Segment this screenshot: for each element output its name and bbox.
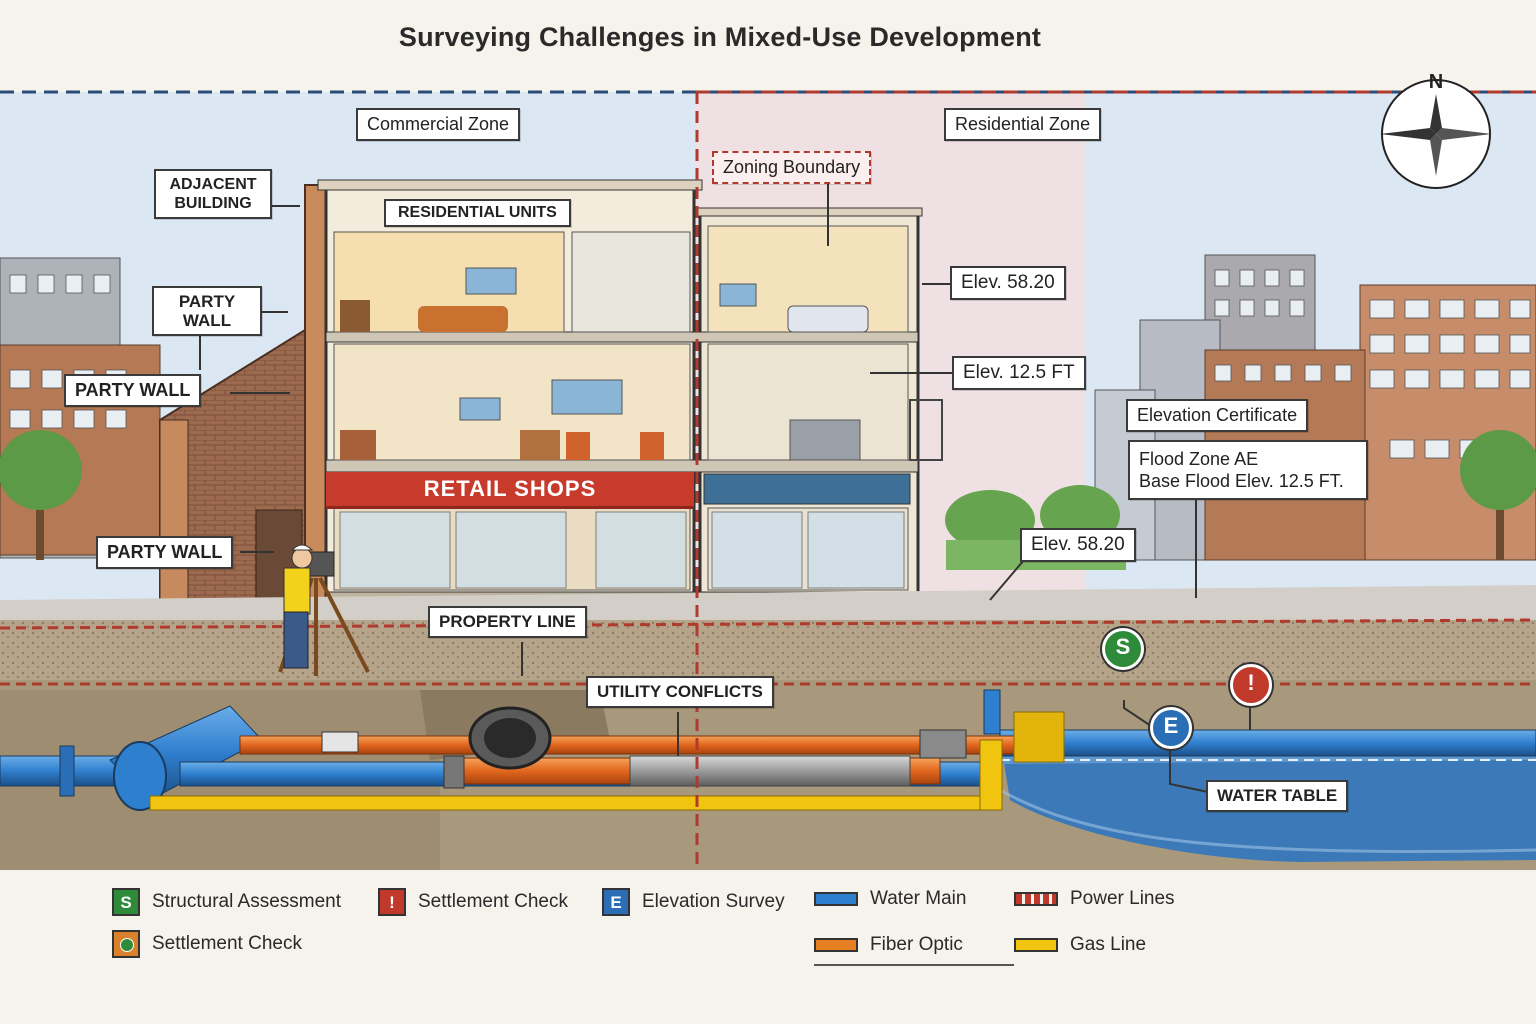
water-table-label: WATER TABLE [1206, 780, 1349, 812]
party-wall-label-upper: PARTY WALL [152, 286, 262, 336]
topsoil [0, 620, 1536, 680]
elevation-certificate-title: Elevation Certificate [1126, 399, 1309, 432]
utility-pipes [0, 689, 1536, 811]
utility-conflicts-label: UTILITY CONFLICTS [586, 676, 774, 708]
legend-line-water-main: Water Main [814, 888, 966, 910]
elevation-survey-marker: E [1150, 707, 1192, 749]
legend-water-main-swatch [814, 892, 858, 906]
legend-power-label: Power Lines [1070, 888, 1175, 909]
legend-label-settlement: Settlement Check [418, 891, 568, 912]
legend-fiber-swatch [814, 938, 858, 952]
flood-zone-text: Flood Zone AE [1139, 449, 1259, 469]
elevation-ground-label: Elev. 58.20 [1020, 528, 1136, 562]
legend-gas-swatch [1014, 938, 1058, 952]
legend-item-settlement: ! Settlement Check [378, 888, 568, 916]
legend-power-swatch [1014, 892, 1058, 906]
property-line-label: PROPERTY LINE [428, 606, 587, 638]
legend-line-gas: Gas Line [1014, 934, 1146, 956]
zoning-boundary-label: Zoning Boundary [712, 151, 872, 184]
leader-lines [199, 182, 1251, 793]
legend: S Structural Assessment ! Settlement Che… [0, 880, 1536, 1024]
legend-fiber-label: Fiber Optic [870, 934, 963, 955]
settlement-circle-icon [120, 938, 134, 952]
party-wall-label-mid: PARTY WALL [64, 374, 202, 407]
settlement-check-marker: ! [1230, 664, 1272, 706]
compass-north-label: N [1429, 72, 1443, 93]
legend-gas-label: Gas Line [1070, 934, 1147, 955]
structural-assessment-marker: S [1102, 628, 1144, 670]
legend-swatch-structural: S [112, 888, 140, 916]
legend-swatch-elevation: E [602, 888, 630, 916]
property-line [0, 618, 1536, 630]
elevation-upper-label: Elev. 58.20 [950, 266, 1066, 300]
legend-item-structural: S Structural Assessment [112, 888, 341, 916]
legend-line-power: Power Lines [1014, 888, 1175, 910]
legend-label-settlement-2: Settlement Check [152, 933, 302, 954]
legend-label-structural: Structural Assessment [152, 891, 342, 912]
mixed-use-building [317, 179, 947, 608]
surveyor-figure [278, 544, 370, 676]
residential-zone-label: Residential Zone [944, 108, 1102, 141]
flood-zone-box: Flood Zone AE Base Flood Elev. 12.5 FT. [1128, 440, 1368, 500]
compass-rose-icon: N [1380, 72, 1492, 189]
elevation-mid-label: Elev. 12.5 FT [952, 356, 1086, 390]
retail-shops-sign: RETAIL SHOPS [326, 472, 694, 509]
legend-label-elevation: Elevation Survey [642, 891, 785, 912]
legend-line-fiber: Fiber Optic [814, 934, 963, 956]
legend-swatch-settlement: ! [378, 888, 406, 916]
residential-units-label: RESIDENTIAL UNITS [384, 199, 571, 227]
commercial-zone-label: Commercial Zone [356, 108, 521, 141]
legend-swatch-settlement-2 [112, 930, 140, 958]
party-wall-label-lower: PARTY WALL [96, 536, 234, 569]
base-flood-elevation-text: Base Flood Elev. 12.5 FT. [1139, 471, 1344, 491]
adjacent-building-label: ADJACENT BUILDING [154, 169, 272, 219]
legend-underline [814, 964, 1014, 966]
page-title: Surveying Challenges in Mixed-Use Develo… [398, 22, 1042, 52]
legend-item-settlement-2: Settlement Check [112, 930, 302, 958]
legend-water-main-label: Water Main [870, 888, 967, 909]
legend-item-elevation: E Elevation Survey [602, 888, 785, 916]
